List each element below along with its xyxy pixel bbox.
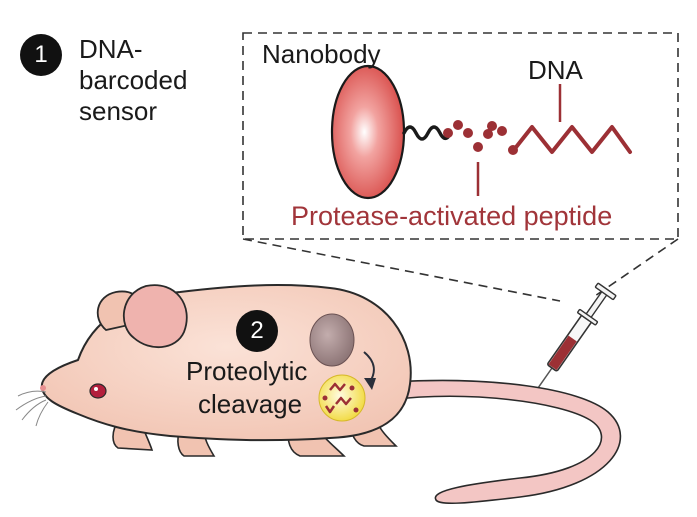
tumor-shape [309,313,355,367]
mouse-eye [89,383,107,399]
nanobody-shape [330,64,406,200]
zoom-line-left [242,238,561,302]
nanobody-label: Nanobody [262,39,381,69]
mouse-whiskers [15,390,49,427]
step-1-badge: 1 [20,34,62,76]
step-1-line-2: barcoded [79,65,188,95]
step-2-line-2: cleavage [198,389,303,419]
step-1-line-3: sensor [79,96,158,126]
peptide-label: Protease-activated peptide [291,201,613,231]
syringe [537,282,617,389]
linker-squiggle [402,125,450,141]
inset-box [242,32,679,240]
step-1-line-1: DNA- [79,34,143,64]
dna-label: DNA [528,55,583,85]
step-2-badge: 2 [236,310,278,352]
peptide-beads [443,120,518,155]
mouse-ear [122,284,188,349]
dna-zigzag [511,125,632,154]
mouse-tail [386,379,622,505]
zoom-line-right [591,238,679,299]
cleavage-arrowhead [364,378,376,390]
mouse-nose [40,385,46,391]
step-2-line-1: Proteolytic [186,356,308,386]
cleaved-fragments [324,382,352,414]
